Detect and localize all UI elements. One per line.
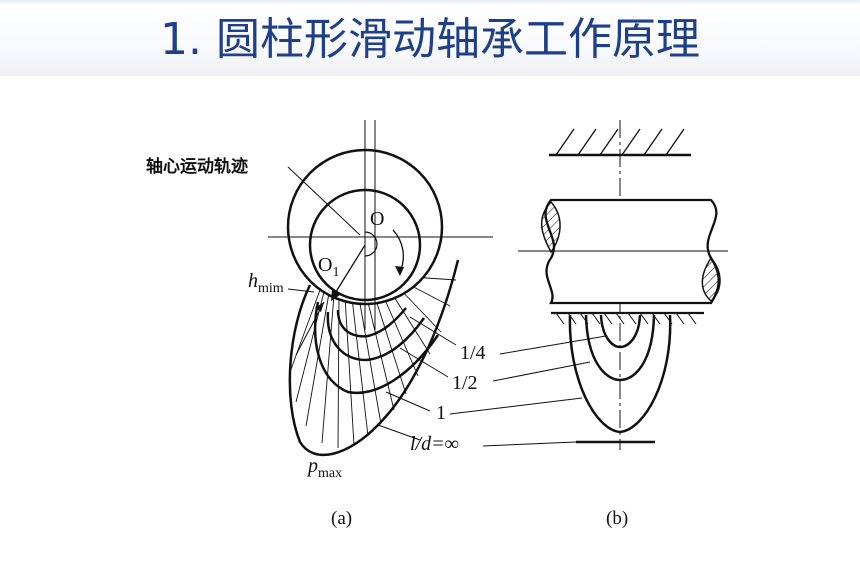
ratio-label-one: 1 (436, 402, 446, 424)
pressure-b-one (568, 314, 672, 434)
caption-b: (b) (606, 508, 629, 529)
center-o-label: O (370, 208, 385, 230)
ratio-label-half: 1/2 (452, 372, 478, 394)
bottom-hatch (555, 312, 697, 325)
diagram-a (268, 120, 493, 457)
axis-track-curve (364, 231, 378, 257)
top-strip (0, 0, 860, 6)
pmax-label: pmax (308, 455, 343, 481)
ratio-label-infinite: l/d=∞ (410, 433, 459, 455)
pressure-radial-lines (289, 276, 457, 449)
pressure-b-half (584, 314, 656, 382)
axis-track-label: 轴心运动轨迹 (146, 157, 248, 177)
center-o1-label: O1 (318, 254, 340, 280)
hmin-label: hmim (248, 270, 284, 296)
bearing-diagram (268, 120, 728, 457)
ratio-label-quarter: 1/4 (460, 342, 486, 364)
slide-title: 1. 圆柱形滑动轴承工作原理 (0, 4, 860, 76)
diagram-b (449, 120, 728, 450)
pressure-b-quarter (599, 314, 642, 349)
bearing-figure: 轴心运动轨迹 O O1 hmim pmax 1/4 1/2 1 l/d=∞ (a… (138, 80, 732, 543)
pressure-curve-quarter (336, 307, 407, 338)
pressure-curve-1 (313, 301, 440, 395)
caption-a: (a) (331, 508, 353, 529)
